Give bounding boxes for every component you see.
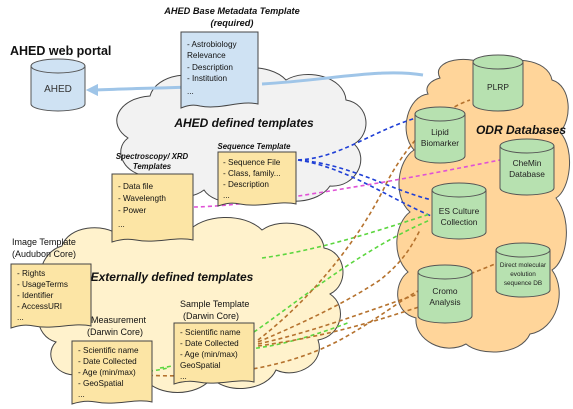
measurement-doc: - Scientific name - Date Collected - Age… — [71, 340, 153, 405]
measurement-item-2: - Age (min/max) — [78, 368, 136, 377]
odr-title: ODR Databases — [476, 123, 566, 137]
db-plrp: PLRP — [472, 54, 524, 112]
db-plrp-label: PLRP — [487, 82, 509, 92]
ahed-cloud-title: AHED defined templates — [173, 116, 314, 130]
spectroscopy-subtitle: Templates — [133, 162, 172, 171]
base-item-0: - Astrobiology — [187, 40, 238, 49]
measurement-item-4: ... — [78, 390, 85, 399]
measurement-title: Measurement — [91, 315, 147, 325]
image-item-1: - UsageTerms — [17, 280, 68, 289]
base-item-2: - Description — [187, 63, 233, 72]
db-chemin-line2: Database — [509, 169, 545, 179]
db-lipid-line2: Biomarker — [421, 138, 459, 148]
db-cromo-line2: Analysis — [429, 297, 460, 307]
image-item-2: - Identifier — [17, 291, 54, 300]
sample-doc: - Scientific name - Date Collected - Age… — [173, 322, 255, 385]
db-direct-line3: sequence DB — [504, 280, 542, 287]
db-cromo: Cromo Analysis — [417, 264, 473, 324]
measurement-subtitle: (Darwin Core) — [87, 327, 143, 337]
spectroscopy-item-1: - Wavelength — [118, 194, 166, 203]
image-item-0: - Rights — [17, 269, 45, 278]
db-direct-line1: Direct molecular — [500, 262, 547, 269]
base-item-1: Relevance — [187, 51, 226, 60]
image-template-subtitle: (Audubon Core) — [12, 249, 76, 259]
db-es-line2: Collection — [441, 217, 478, 227]
image-item-3: - AccessURI — [17, 302, 62, 311]
db-chemin: CheMin Database — [499, 138, 555, 196]
base-template-title: AHED Base Metadata Template — [163, 6, 299, 16]
sequence-doc: - Sequence File - Class, family... - Des… — [217, 151, 297, 207]
db-lipid-line1: Lipid — [431, 127, 449, 137]
external-cloud-title: Externally defined templates — [91, 270, 254, 284]
sequence-title: Sequence Template — [218, 142, 292, 151]
base-template-subtitle: (required) — [211, 18, 254, 28]
sequence-item-3: ... — [223, 191, 230, 200]
db-es-culture: ES Culture Collection — [431, 182, 487, 240]
spectroscopy-title: Spectroscopy/ XRD — [116, 152, 189, 161]
sample-subtitle: (Darwin Core) — [183, 311, 239, 321]
image-item-4: ... — [17, 313, 24, 322]
ahed-db-label: AHED — [44, 84, 72, 95]
sequence-item-0: - Sequence File — [223, 158, 281, 167]
sample-item-1: - Date Collected — [180, 339, 239, 348]
image-template-doc: - Rights - UsageTerms - Identifier - Acc… — [10, 263, 92, 329]
spectroscopy-item-2: - Power — [118, 206, 146, 215]
image-template-title: Image Template — [12, 237, 76, 247]
sample-title: Sample Template — [180, 299, 249, 309]
sequence-item-1: - Class, family... — [223, 169, 281, 178]
sequence-item-2: - Description — [223, 180, 269, 189]
base-to-ahed-arrow — [86, 84, 98, 96]
sample-item-2: - Age (min/max) — [180, 350, 238, 359]
base-item-3: - Institution — [187, 74, 227, 83]
measurement-item-0: - Scientific name — [78, 346, 139, 355]
sample-item-3: GeoSpatial — [180, 361, 221, 370]
db-es-line1: ES Culture — [439, 206, 480, 216]
sample-item-4: ... — [180, 372, 187, 381]
db-cromo-line1: Cromo — [432, 286, 457, 296]
portal-title: AHED web portal — [10, 44, 111, 58]
spectroscopy-item-0: - Data file — [118, 182, 153, 191]
ahed-database: AHED — [30, 58, 86, 112]
spectroscopy-item-3: ... — [118, 220, 125, 229]
db-lipid-biomarker: Lipid Biomarker — [414, 106, 466, 164]
base-item-4: ... — [187, 87, 194, 96]
db-direct-line2: evolution — [510, 271, 536, 278]
db-chemin-line1: CheMin — [513, 158, 542, 168]
measurement-item-1: - Date Collected — [78, 357, 137, 366]
sample-item-0: - Scientific name — [180, 328, 241, 337]
db-direct-molecular: Direct molecular evolution sequence DB — [495, 242, 551, 298]
spectroscopy-doc: - Data file - Wavelength - Power ... — [111, 173, 194, 243]
measurement-item-3: - GeoSpatial — [78, 379, 124, 388]
base-template-doc: - Astrobiology Relevance - Description -… — [180, 31, 259, 109]
